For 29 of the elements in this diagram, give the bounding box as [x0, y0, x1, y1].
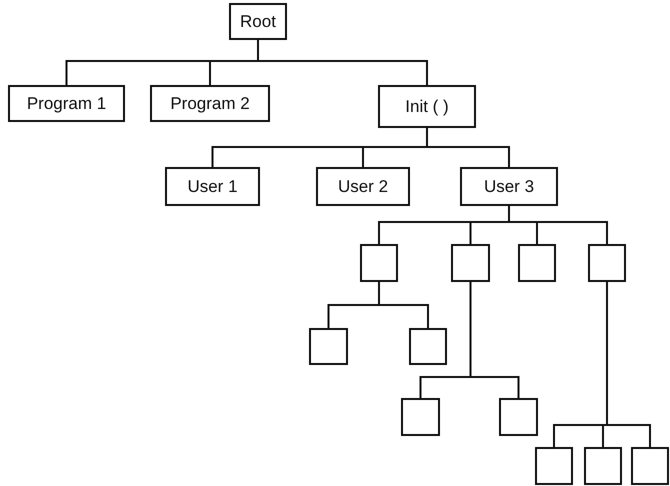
- empty-box: [535, 447, 573, 485]
- node-label: User 1: [187, 176, 238, 196]
- empty-box: [401, 398, 440, 436]
- tree-node-box: [460, 167, 558, 206]
- connector-line: [257, 40, 428, 85]
- node-label: User 3: [484, 176, 534, 196]
- empty-box: [584, 447, 622, 485]
- node-label: Program 1: [26, 94, 106, 114]
- tree-node-box: [229, 3, 287, 40]
- connector-line: [378, 282, 429, 328]
- empty-box: [499, 398, 538, 436]
- node-label: Init ( ): [405, 96, 449, 116]
- tree-node-box: [378, 85, 476, 128]
- empty-box: [360, 244, 398, 282]
- tree-node-box: [150, 85, 270, 122]
- empty-box: [631, 447, 669, 485]
- empty-box: [518, 244, 556, 282]
- node-label: Root: [240, 12, 276, 32]
- empty-box: [409, 328, 447, 365]
- empty-box: [588, 244, 626, 282]
- tree-node-box: [165, 167, 260, 206]
- empty-box: [451, 244, 490, 282]
- connector-line: [606, 282, 651, 447]
- tree-node-box: [8, 85, 125, 122]
- empty-box: [309, 328, 348, 365]
- node-label: Program 2: [170, 94, 250, 114]
- connector-line: [470, 282, 520, 398]
- node-label: User 2: [338, 176, 388, 196]
- tree-node-box: [316, 167, 410, 206]
